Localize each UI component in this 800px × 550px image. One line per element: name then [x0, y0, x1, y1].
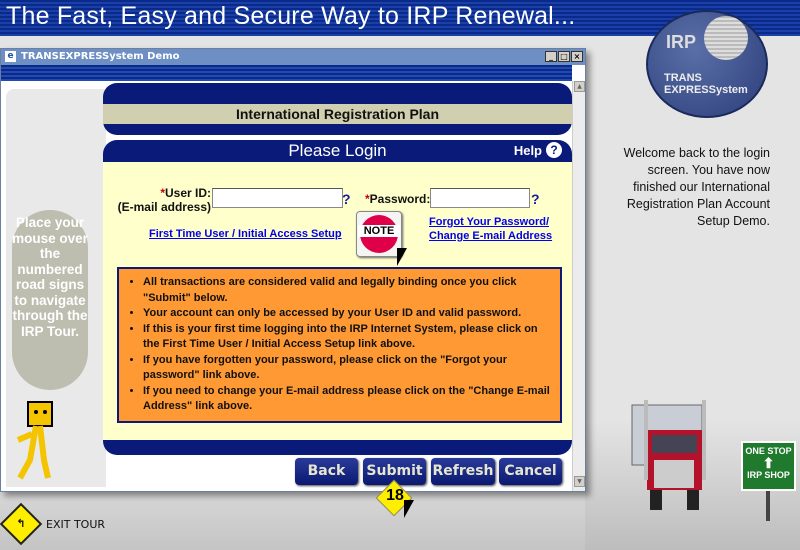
user-id-input[interactable] — [212, 188, 343, 208]
irp-header-title: International Registration Plan — [103, 104, 572, 124]
arrow-up-icon: ⬆ — [762, 455, 775, 471]
user-id-help-icon[interactable]: ? — [342, 191, 351, 207]
truck-image — [631, 400, 706, 510]
ie-icon: e — [5, 51, 16, 62]
header-stripe — [1, 65, 572, 81]
mouse-cursor-icon — [404, 500, 414, 518]
sign-post — [766, 491, 770, 521]
forgot-password-link[interactable]: Forgot Your Password/ Change E-mail Addr… — [429, 216, 553, 242]
info-item: All transactions are considered valid an… — [143, 275, 550, 306]
note-label: NOTE — [358, 225, 400, 237]
banner-title: The Fast, Easy and Secure Way to IRP Ren… — [6, 2, 576, 30]
exit-tour-button[interactable]: ↰EXIT TOUR — [0, 502, 106, 546]
sign-line2: IRP SHOP — [747, 470, 790, 480]
tour-tip-bubble: Place your mouse over the numbered road … — [12, 210, 88, 390]
info-item: If you need to change your E-mail addres… — [143, 384, 550, 415]
minimize-button[interactable]: _ — [545, 51, 557, 62]
login-header: Please Login Help? — [103, 140, 572, 162]
one-stop-sign: ONE STOP ⬆ IRP SHOP — [741, 441, 796, 491]
info-item: If you have forgotten your password, ple… — [143, 353, 550, 384]
logo-irp: IRP — [666, 32, 697, 52]
turn-left-sign-icon: ↰ — [0, 502, 43, 546]
mascot-image — [16, 401, 53, 480]
cancel-button[interactable]: Cancel — [499, 458, 562, 485]
password-label: *Password: — [365, 192, 430, 206]
login-title: Please Login — [288, 141, 387, 160]
close-button[interactable]: × — [571, 51, 583, 62]
window-titlebar[interactable]: e TRANSEXPRESSystem Demo _ □ × — [1, 49, 585, 65]
info-box: All transactions are considered valid an… — [117, 267, 562, 423]
first-time-user-link[interactable]: First Time User / Initial Access Setup — [149, 228, 342, 240]
mouse-cursor-icon — [397, 248, 407, 266]
maximize-button[interactable]: □ — [558, 51, 570, 62]
window-title: TRANSEXPRESSystem Demo — [21, 51, 180, 62]
scroll-down-arrow[interactable]: ▼ — [574, 476, 585, 487]
password-help-icon[interactable]: ? — [531, 191, 540, 207]
login-panel: Please Login Help? *User ID:(E-mail addr… — [103, 140, 572, 455]
user-id-label-text: User ID: — [164, 186, 211, 200]
submit-button[interactable]: Submit — [363, 458, 426, 485]
globe-icon — [704, 16, 748, 60]
scrollbar[interactable]: ▲ ▼ — [572, 81, 585, 491]
required-mark: * — [365, 192, 370, 206]
info-item: Your account can only be accessed by you… — [143, 306, 550, 322]
welcome-text: Welcome back to the login screen. You ha… — [623, 146, 770, 228]
sign-line1: ONE STOP — [745, 446, 792, 456]
help-button[interactable]: Help? — [514, 142, 562, 158]
login-footer — [103, 440, 572, 455]
logo-trans: TRANS — [664, 72, 702, 84]
banner: The Fast, Easy and Secure Way to IRP Ren… — [0, 0, 800, 36]
password-label-text: Password: — [369, 192, 431, 206]
info-item: If this is your first time logging into … — [143, 322, 550, 353]
help-label: Help — [513, 142, 542, 158]
irp-header: International Registration Plan — [103, 83, 572, 135]
back-button[interactable]: Back — [295, 458, 358, 485]
required-mark: * — [160, 186, 165, 200]
help-icon: ? — [546, 142, 562, 158]
user-id-sublabel: (E-mail address) — [117, 200, 211, 214]
exit-tour-label: EXIT TOUR — [46, 517, 106, 531]
note-button[interactable]: NOTE — [356, 211, 402, 257]
logo-express: EXPRESSystem — [664, 84, 748, 96]
tour-marker-number[interactable]: 18 — [386, 487, 404, 504]
user-id-label: *User ID:(E-mail address) — [113, 186, 211, 214]
scroll-up-arrow[interactable]: ▲ — [574, 81, 585, 92]
refresh-button[interactable]: Refresh — [431, 458, 495, 485]
password-input[interactable] — [430, 188, 530, 208]
